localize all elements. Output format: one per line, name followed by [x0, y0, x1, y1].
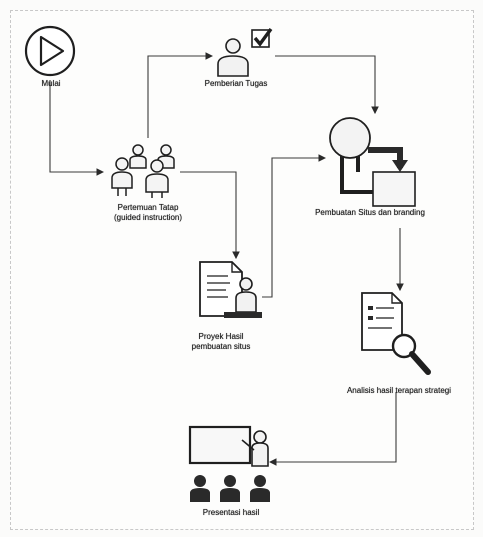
- project-result-label-line2: pembuatan situs: [191, 342, 251, 351]
- document-with-person-icon: [199, 261, 262, 318]
- connector-analysis-to-presentation: [268, 392, 397, 466]
- document-magnifier-icon: [361, 292, 431, 375]
- project-result-label-line1: Proyek Hasil: [198, 332, 244, 341]
- connector-project-to-site: [262, 154, 327, 298]
- connector-start-to-meeting: [49, 80, 105, 176]
- connector-meeting-to-project: [180, 171, 240, 260]
- site-creation-label: Pembuatan Situs dan branding: [315, 208, 425, 217]
- teacher-with-checkbox-icon: [217, 27, 273, 77]
- globe-gear-icon: [329, 117, 416, 207]
- guided-meeting-label-line2: (guided instruction): [113, 213, 183, 222]
- guided-meeting-label-line1: Pertemuan Tatap: [117, 203, 179, 212]
- task-assignment-label: Pemberian Tugas: [204, 79, 268, 88]
- project-result-label: Proyek Hasil pembuatan situs: [176, 332, 266, 352]
- start-label: Mulai: [41, 79, 61, 88]
- strategy-analysis-label: Analisis hasil terapan strategi: [346, 386, 452, 395]
- guided-meeting-label: Pertemuan Tatap (guided instruction): [96, 203, 200, 223]
- group-meeting-icon: [111, 144, 175, 198]
- presentation-label: Presentasi hasil: [202, 508, 260, 517]
- connector-meeting-to-task: [147, 52, 214, 138]
- play-icon[interactable]: [24, 25, 76, 77]
- presenter-audience-icon: [188, 425, 270, 502]
- connector-task-to-site: [275, 55, 379, 115]
- connectors: [49, 52, 404, 466]
